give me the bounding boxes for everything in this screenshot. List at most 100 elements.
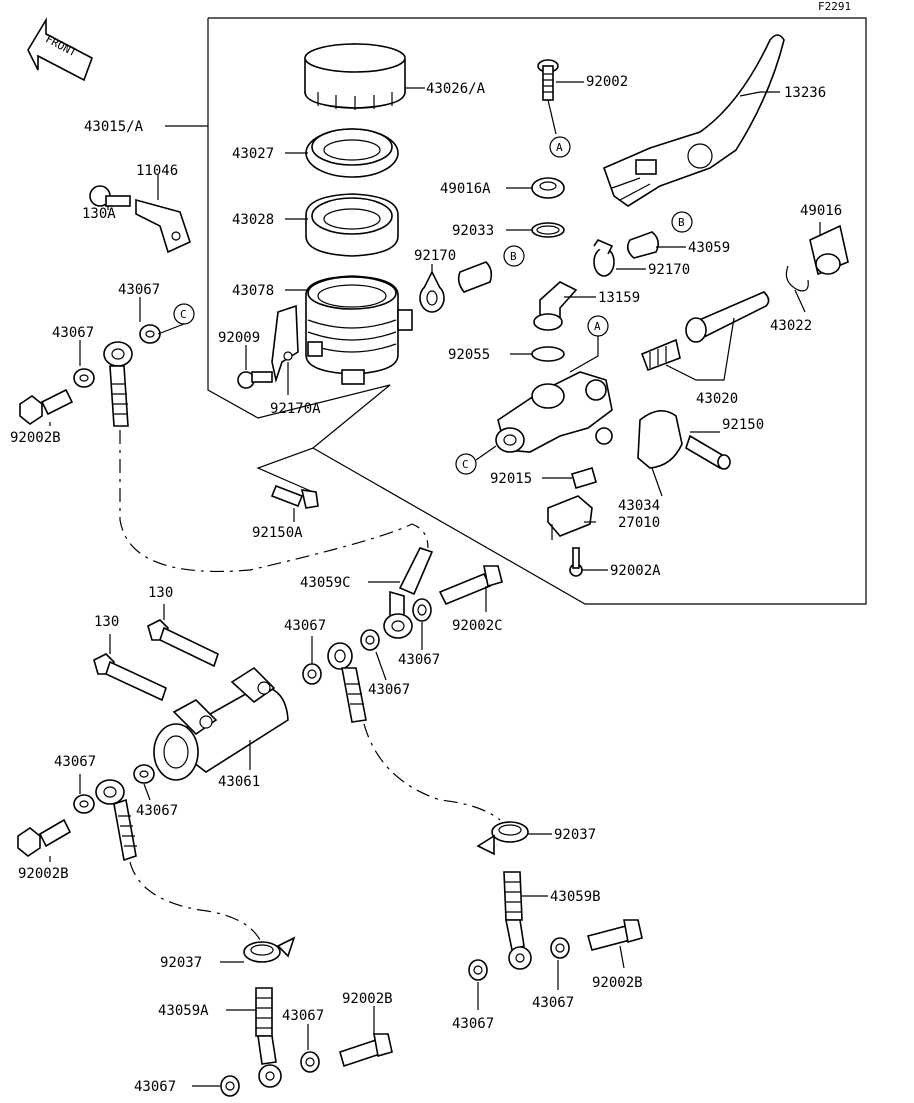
label-13236: 13236 (784, 85, 826, 101)
hose-fitting-upper (398, 547, 434, 596)
label-92002B-bot: 92002B (342, 991, 393, 1007)
master-cylinder-body (495, 371, 613, 453)
callout-b-letter-2: B (510, 250, 517, 263)
label-92150: 92150 (722, 417, 764, 433)
hose-line-upper (119, 430, 429, 573)
callout-c-letter-2: C (462, 458, 469, 471)
label-92002B-top: 92002B (10, 430, 61, 446)
label-43067-e: 43067 (368, 682, 410, 698)
banjo-fitting-mid (383, 590, 413, 639)
mount-bolt-b (93, 653, 167, 702)
callout-c-mid: C (455, 445, 497, 475)
dust-boot (531, 177, 565, 199)
o-ring (531, 346, 565, 362)
label-43026A: 43026/A (426, 81, 486, 97)
label-92150A: 92150A (252, 525, 303, 541)
label-43027: 43027 (232, 146, 274, 162)
callout-a-mid: A (569, 315, 609, 373)
label-92170-top: 92170 (414, 248, 456, 264)
label-92002: 92002 (586, 74, 628, 90)
holder-bolt (685, 434, 731, 470)
reservoir-fitting (533, 281, 578, 331)
banjo-washer-r1 (468, 959, 488, 981)
banjo-washer-c2 (360, 629, 380, 651)
label-43067-a: 43067 (118, 282, 160, 298)
reservoir-body (305, 275, 413, 385)
pivot-bolt (537, 59, 559, 135)
label-130-b: 130 (94, 614, 119, 630)
clamp-bolt-lower (270, 484, 319, 509)
label-11046: 11046 (136, 163, 178, 179)
label-43067-c: 43067 (284, 618, 326, 634)
piston-kit (640, 291, 770, 372)
banjo-washer-ll1 (73, 794, 95, 814)
banjo-bolt-lb (339, 1033, 393, 1068)
diaphragm-plate (305, 128, 399, 178)
label-92037-left: 92037 (160, 955, 202, 971)
banjo-washer-upper-2 (73, 368, 95, 388)
hose-clamp-right (593, 239, 615, 277)
label-43078: 43078 (232, 283, 274, 299)
hose-clamp-lower-right (476, 821, 529, 856)
callout-b-letter: B (678, 216, 685, 229)
label-43059A: 43059A (158, 1003, 209, 1019)
hose-lower-right (503, 871, 532, 970)
circlip (531, 222, 565, 238)
hose-clamp-lower-left (243, 936, 296, 963)
label-43061: 43061 (218, 774, 260, 790)
banjo-fitting-upper (103, 341, 133, 427)
bracket (135, 198, 191, 254)
label-92002A: 92002A (610, 563, 661, 579)
figure-code: F2291 (818, 0, 851, 13)
label-92055: 92055 (448, 347, 490, 363)
reservoir-screw (237, 371, 273, 389)
label-43059: 43059 (688, 240, 730, 256)
label-43020: 43020 (696, 391, 738, 407)
label-43059B: 43059B (550, 889, 601, 905)
callout-c-letter: C (180, 308, 187, 321)
label-92037-right: 92037 (554, 827, 596, 843)
label-92002B-right: 92002B (592, 975, 643, 991)
label-92015: 92015 (490, 471, 532, 487)
banjo-washer-mid (412, 598, 432, 622)
rear-master-cylinder (153, 666, 289, 781)
bracket-bolt (89, 185, 131, 207)
label-43059C: 43059C (300, 575, 351, 591)
snap-ring (785, 265, 809, 292)
nut (571, 467, 597, 489)
label-13159: 13159 (598, 290, 640, 306)
banjo-washer-upper (139, 324, 161, 344)
callout-b-left: B (503, 245, 525, 267)
label-43067-b: 43067 (52, 325, 94, 341)
reservoir-cap (304, 43, 406, 110)
banjo-washer-lb2 (300, 1051, 320, 1073)
hose-lower-left (255, 987, 282, 1088)
label-43034: 43034 (618, 498, 660, 514)
switch-screw (569, 547, 583, 577)
label-92002B-mid: 92002B (18, 866, 69, 882)
label-92009: 92009 (218, 330, 260, 346)
diaphragm (305, 193, 399, 257)
banjo-bolt-right (587, 919, 643, 951)
front-arrow-icon: FRONT (27, 17, 93, 82)
hose-clamp-left (419, 270, 445, 313)
label-43067-f: 43067 (54, 754, 96, 770)
brake-switch (547, 495, 593, 540)
callout-a-letter: A (556, 141, 563, 154)
label-130-a: 130 (148, 585, 173, 601)
leader-lines (49, 81, 821, 1087)
hose-left (457, 261, 493, 293)
mount-bolt-a (147, 619, 219, 668)
callout-a-letter-2: A (594, 320, 601, 333)
label-43022: 43022 (770, 318, 812, 334)
callout-b-right: B (671, 211, 693, 233)
callout-c-leader (157, 323, 185, 335)
callout-c-upper: C (173, 303, 195, 325)
label-27010: 27010 (618, 515, 660, 531)
label-43067-j: 43067 (282, 1008, 324, 1024)
banjo-washer-r2 (550, 937, 570, 959)
part-labels: 43026/A 92002 13236 43015/A 43027 11046 … (10, 74, 842, 1095)
hose-line-c (363, 723, 501, 821)
label-43067-i: 43067 (452, 1016, 494, 1032)
